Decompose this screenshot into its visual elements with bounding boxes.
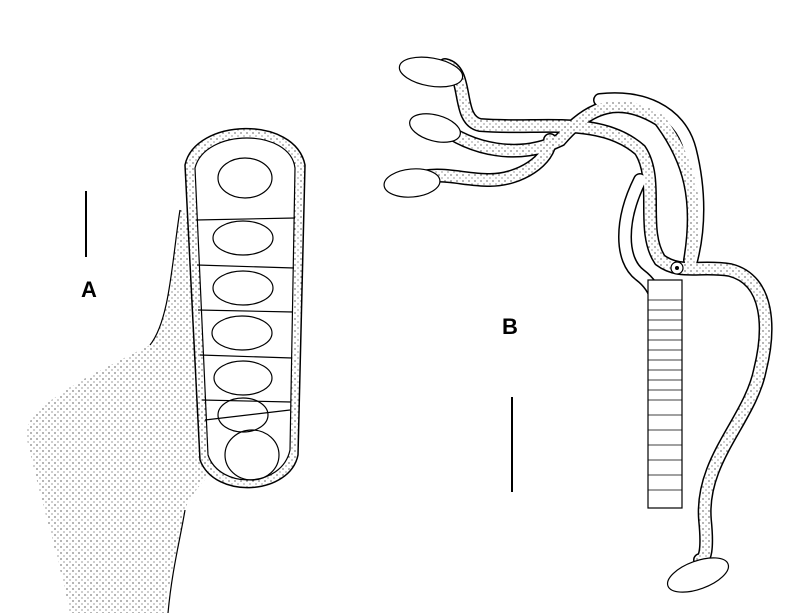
striated-stalk xyxy=(647,279,683,509)
ascus-inner xyxy=(194,137,296,481)
panel-b-label: B xyxy=(502,314,518,339)
panel-a-drawing xyxy=(25,127,306,613)
striations xyxy=(648,299,682,491)
panel-a-label: A xyxy=(81,277,97,302)
spores xyxy=(195,157,296,481)
stalk xyxy=(25,210,215,613)
hyphae-stipple xyxy=(404,59,772,566)
stalk-outline xyxy=(149,209,186,613)
asci-b xyxy=(383,56,730,593)
panel-b-drawing xyxy=(383,56,773,593)
